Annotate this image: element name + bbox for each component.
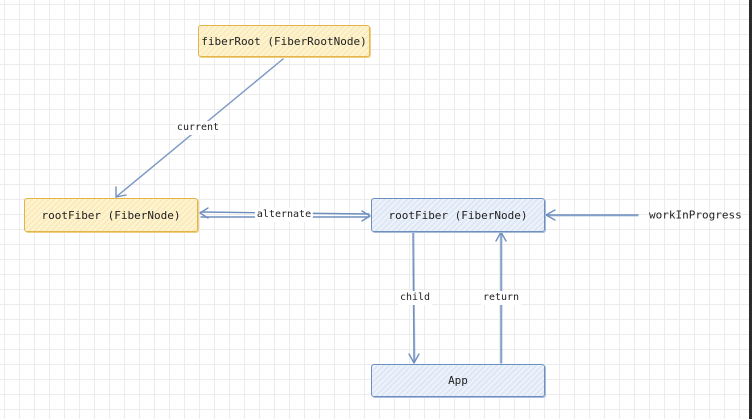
edge-work-in-progress [545,209,639,221]
work-in-progress-pointer: workInProgress [649,208,742,222]
edge-label-current: current [174,121,222,135]
node-current-root-fiber[interactable]: rootFiber (FiberNode) [24,198,198,232]
frame-edge [749,0,752,419]
node-app-label: App [448,374,468,387]
edge-label-alternate: alternate [254,208,314,222]
node-wip-root-fiber-label: rootFiber (FiberNode) [388,208,528,222]
edge-label-return: return [480,291,522,305]
node-wip-root-fiber[interactable]: rootFiber (FiberNode) [371,198,545,232]
node-fiber-root-label: fiberRoot (FiberRootNode) [201,34,367,48]
node-app[interactable]: App [371,364,545,397]
edge-label-child: child [397,291,433,305]
node-current-root-fiber-label: rootFiber (FiberNode) [41,208,181,222]
node-fiber-root[interactable]: fiberRoot (FiberRootNode) [198,25,370,57]
